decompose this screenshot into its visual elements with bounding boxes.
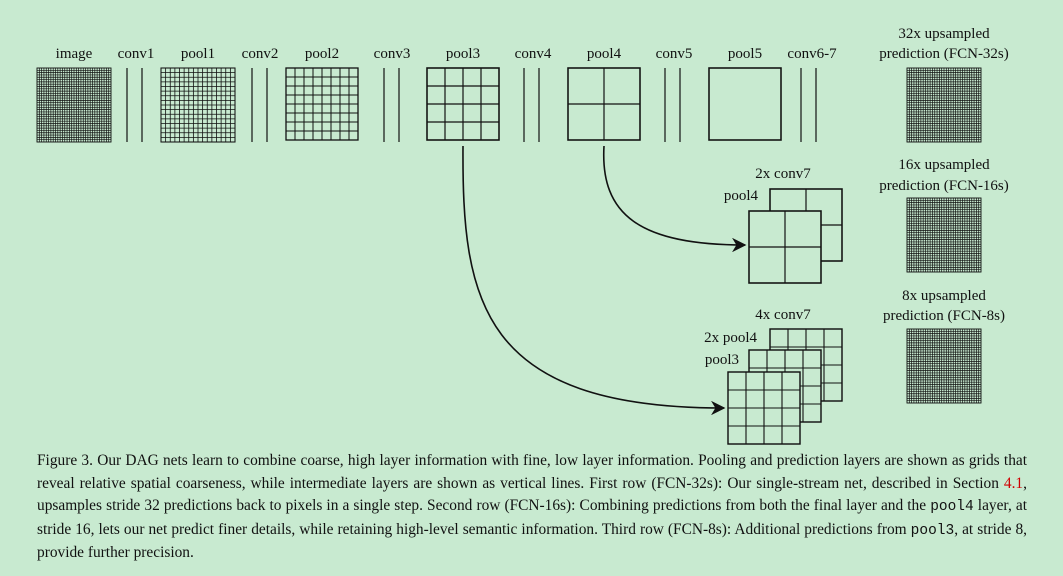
label-conv5: conv5 [656, 46, 693, 62]
pool3-skip-arrow [462, 145, 726, 416]
label-conv4: conv4 [515, 46, 552, 62]
label-fcn16-line2: prediction (FCN-16s) [879, 178, 1009, 194]
label-row3-pool3: pool3 [705, 352, 739, 368]
label-pool2: pool2 [305, 46, 339, 62]
label-row2-conv7: 2x conv7 [755, 166, 811, 182]
caption-text-3: layer, at stride 16, lets our net predic… [37, 497, 1028, 538]
pool4-skip-arrow [602, 145, 747, 253]
label-row3-conv7: 4x conv7 [755, 307, 811, 323]
fcn32-prediction-grid [906, 67, 982, 143]
figure-caption: Figure 3. Our DAG nets learn to combine … [37, 450, 1027, 565]
pool4-grid [567, 67, 641, 141]
caption-text-2: , upsamples stride 32 predictions back t… [37, 474, 1027, 515]
row3-pool3-grid [727, 371, 801, 445]
caption-text-4: , at stride 8, provide further precision… [37, 520, 1028, 562]
label-row2-pool4: pool4 [724, 188, 759, 204]
label-pool3: pool3 [446, 46, 480, 62]
label-image: image [56, 46, 93, 62]
fcn16-prediction-grid [906, 197, 982, 273]
label-conv3: conv3 [374, 46, 411, 62]
pool2-grid [285, 67, 359, 141]
label-pool1: pool1 [181, 46, 215, 62]
label-fcn32-line2: prediction (FCN-32s) [879, 46, 1009, 62]
caption-text-1: Figure 3. Our DAG nets learn to combine … [37, 452, 1027, 492]
pool5-grid [708, 67, 782, 141]
label-fcn32-line1: 32x upsampled [898, 26, 990, 42]
caption-code-pool4: pool4 [930, 499, 974, 515]
section-reference-link[interactable]: 4.1 [1003, 474, 1024, 492]
label-fcn8-line1: 8x upsampled [902, 288, 986, 304]
pool3-grid [426, 67, 500, 141]
fcn-architecture-diagram: image conv1 pool1 conv2 pool2 conv3 pool… [36, 26, 1009, 445]
label-pool4: pool4 [587, 46, 622, 62]
label-conv2: conv2 [242, 46, 279, 62]
caption-code-pool3: pool3 [910, 522, 955, 539]
label-fcn16-line1: 16x upsampled [898, 157, 990, 173]
label-conv6-7: conv6-7 [787, 46, 837, 62]
row2-pool4-grid [748, 210, 822, 284]
label-fcn8-line2: prediction (FCN-8s) [883, 308, 1005, 324]
label-row3-pool4: 2x pool4 [704, 330, 757, 346]
conv-layer-lines [126, 68, 817, 142]
label-conv1: conv1 [118, 46, 155, 62]
label-pool5: pool5 [728, 46, 762, 62]
pool1-grid [160, 67, 236, 143]
fcn8-prediction-grid [906, 328, 982, 404]
image-grid [36, 67, 112, 143]
